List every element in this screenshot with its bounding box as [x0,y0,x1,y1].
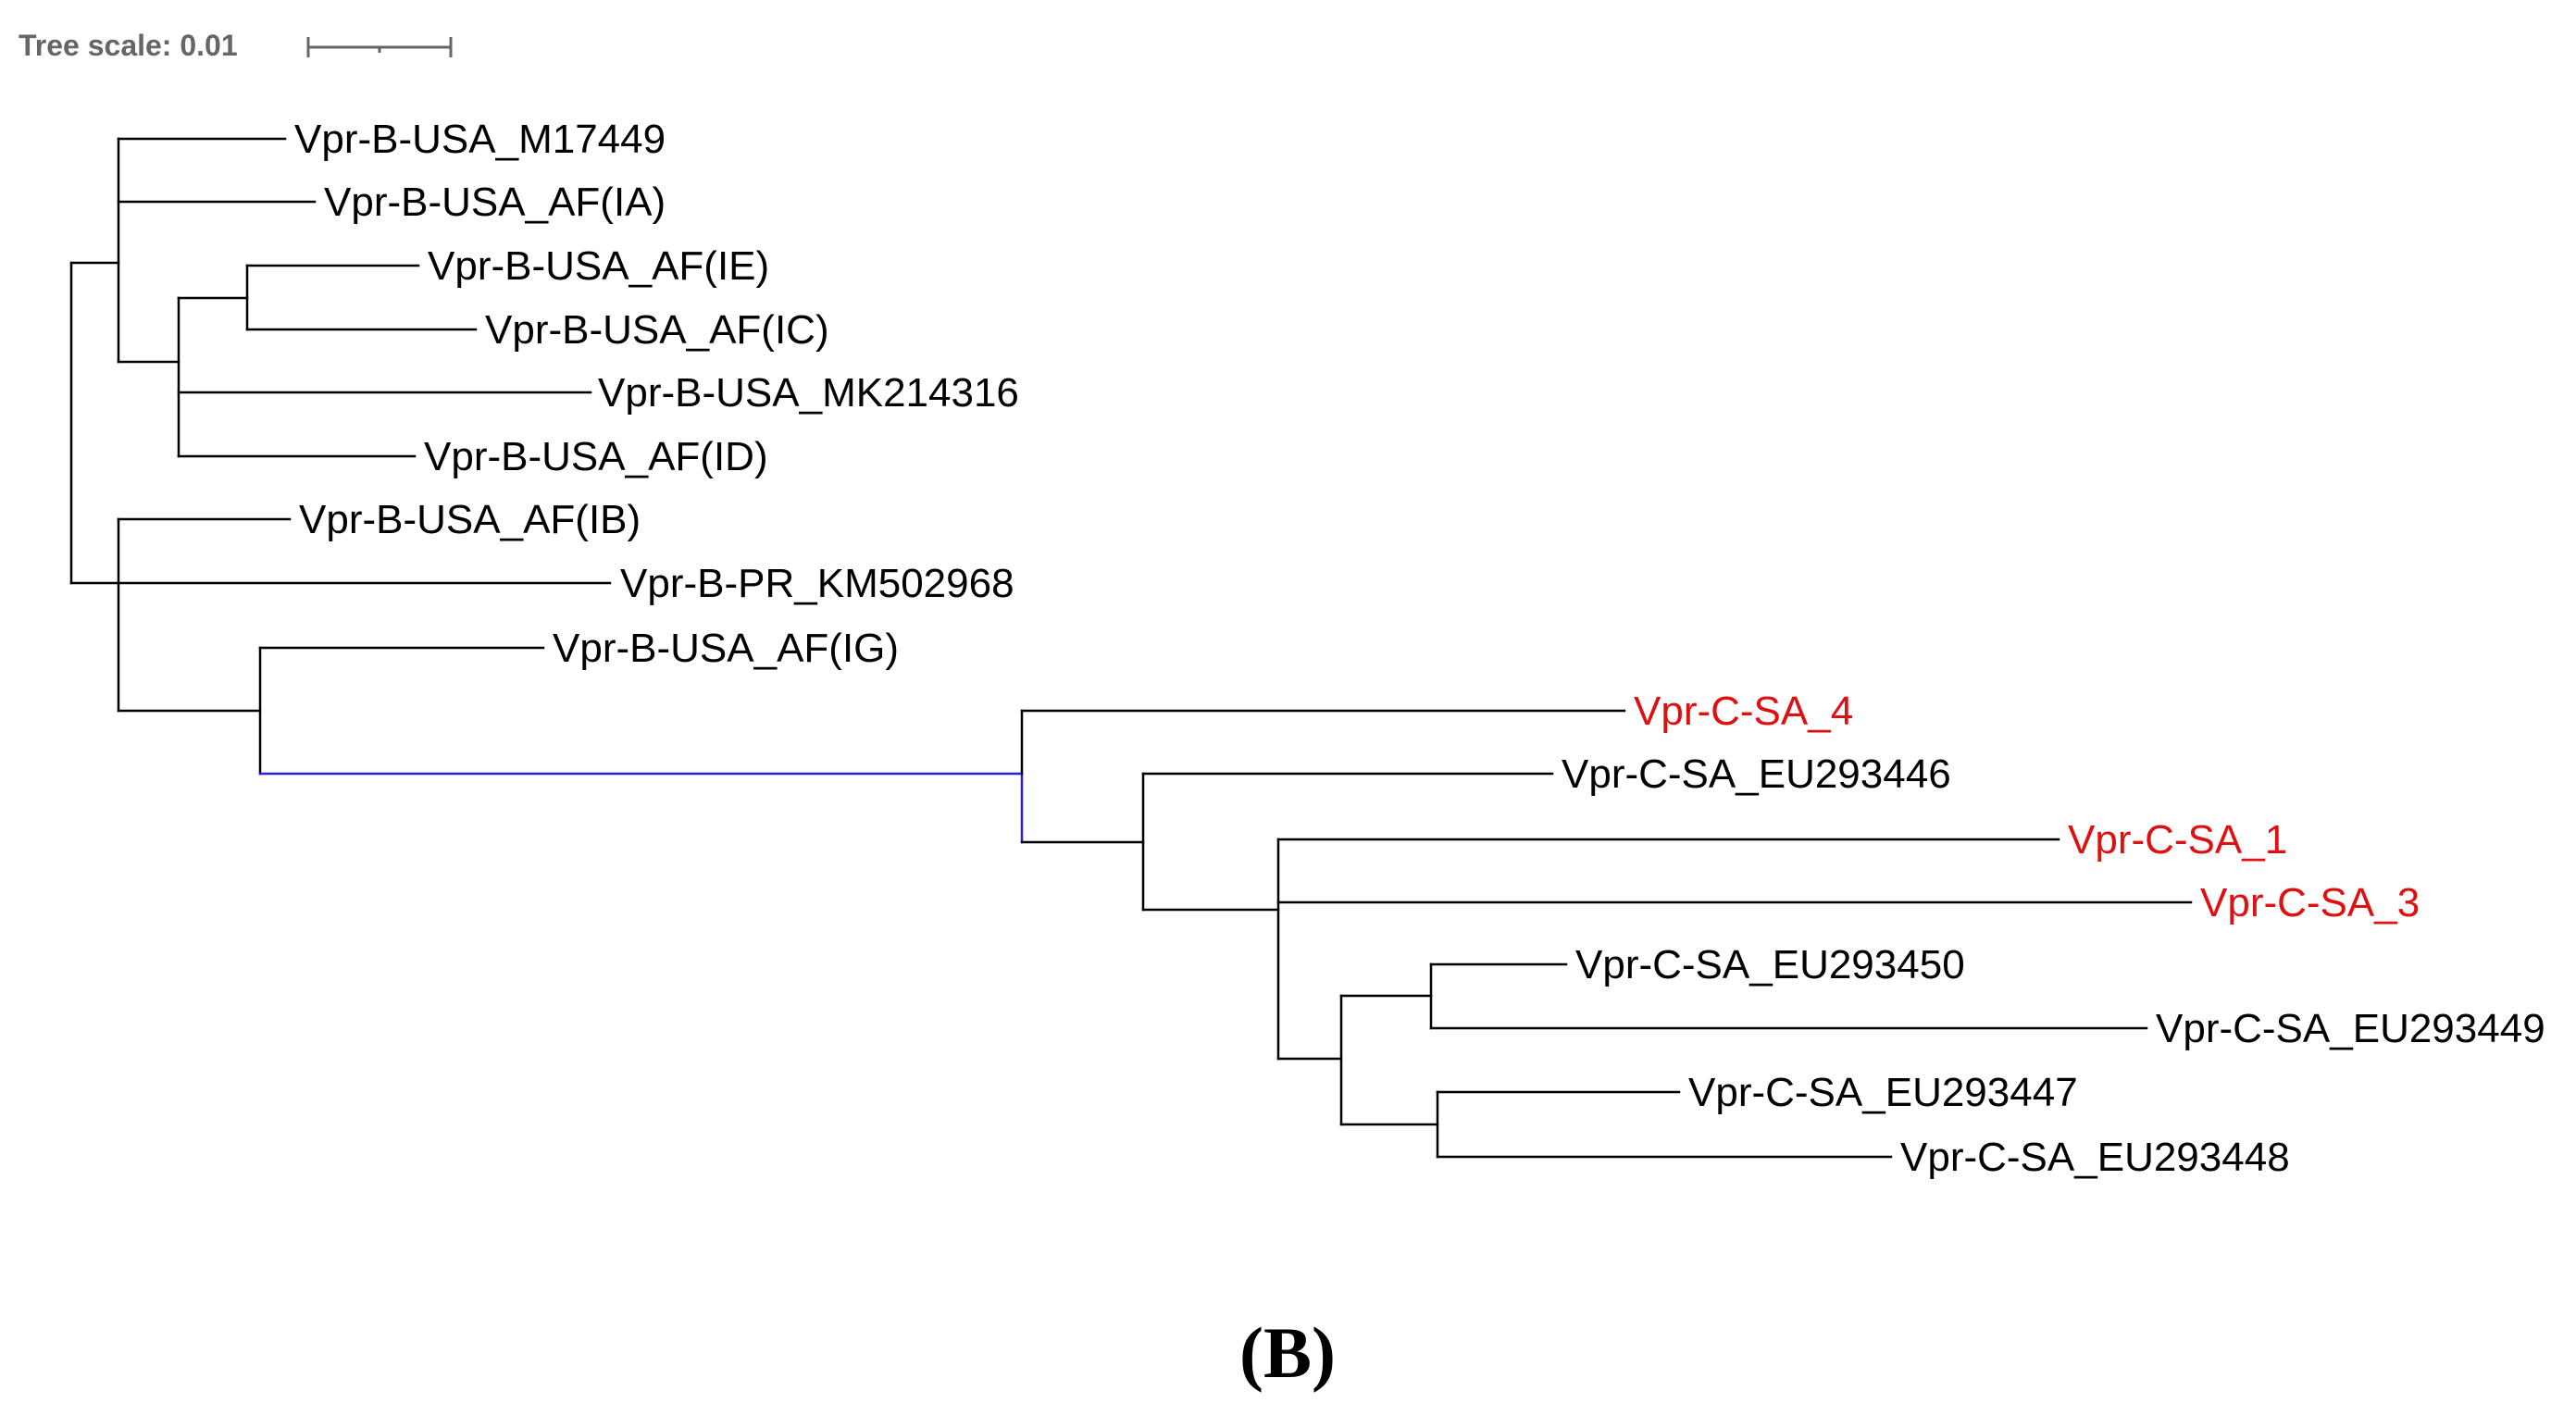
leaf-label: Vpr-C-SA_1 [2068,817,2287,863]
leaf-label: Vpr-B-USA_M17449 [294,117,666,162]
leaf-label: Vpr-C-SA_EU293448 [1900,1135,2290,1180]
leaf-label: Vpr-B-USA_MK214316 [598,370,1019,416]
leaf-label: Vpr-C-SA_EU293449 [2156,1006,2545,1051]
leaf-label: Vpr-C-SA_EU293447 [1688,1070,2078,1115]
panel-label: (B) [1239,1312,1336,1393]
leaf-label: Vpr-B-USA_AF(IB) [299,497,641,542]
tree-scale: Tree scale: 0.01 [19,29,453,62]
leaf-label: Vpr-B-USA_AF(IA) [324,180,666,225]
leaf-labels: Vpr-B-USA_M17449 Vpr-B-USA_AF(IA) Vpr-B-… [294,117,2545,1180]
tree-scale-bar [306,37,453,57]
leaf-label: Vpr-B-USA_AF(IE) [428,243,769,289]
leaf-label: Vpr-B-USA_AF(IC) [485,307,829,353]
tree-branches [69,137,2193,1159]
leaf-label: Vpr-B-USA_AF(IG) [553,626,899,671]
leaf-label: Vpr-C-SA_EU293450 [1575,942,1965,987]
leaf-label: Vpr-C-SA_4 [1634,689,1853,734]
tree-scale-label: Tree scale: 0.01 [19,29,238,62]
leaf-label: Vpr-B-PR_KM502968 [620,561,1014,606]
leaf-label: Vpr-C-SA_3 [2200,880,2420,925]
leaf-label: Vpr-B-USA_AF(ID) [424,434,768,479]
leaf-label: Vpr-C-SA_EU293446 [1562,751,1951,797]
